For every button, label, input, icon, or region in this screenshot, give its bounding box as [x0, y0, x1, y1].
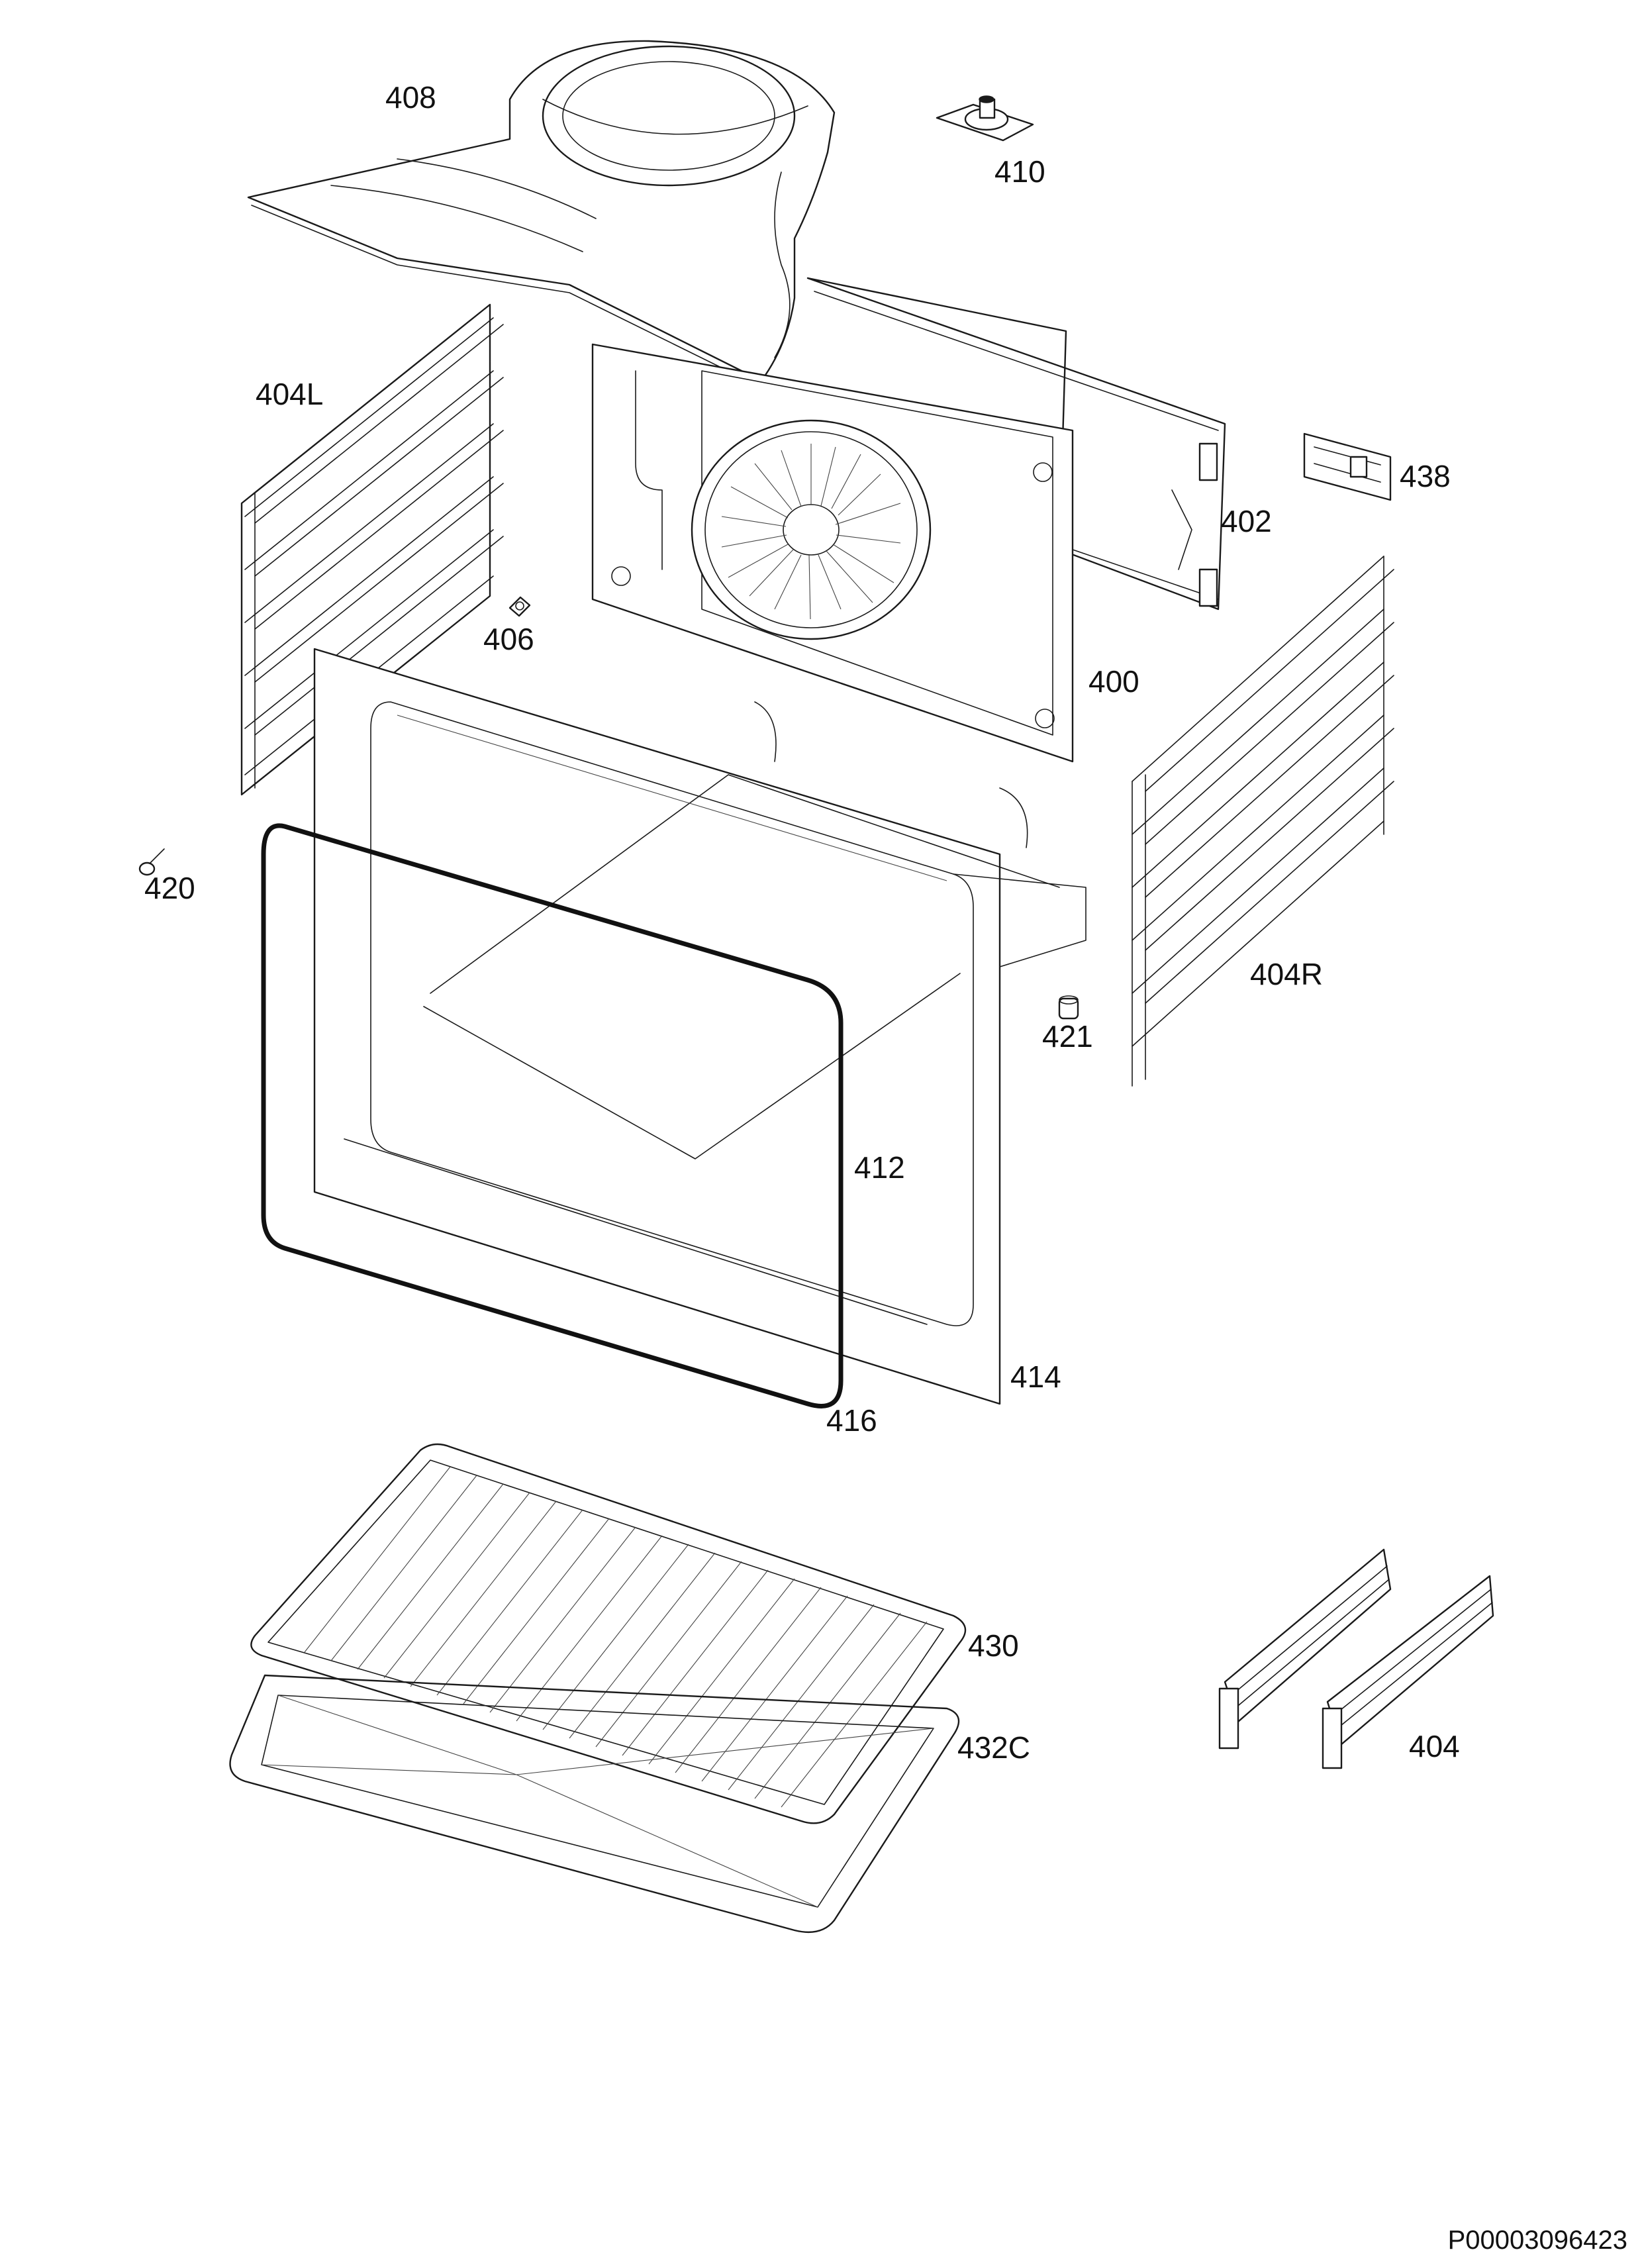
- label-402: 402: [1221, 504, 1272, 538]
- part-421-plug: [1058, 995, 1079, 1020]
- label-410: 410: [994, 154, 1045, 189]
- label-420: 420: [144, 871, 195, 905]
- label-400: 400: [1088, 664, 1139, 699]
- part-404L-left-shelf-support: [240, 303, 504, 796]
- part-404-telescopic-runners: [1218, 1548, 1494, 1769]
- part-438-bracket: [1303, 432, 1392, 501]
- label-438: 438: [1400, 459, 1451, 493]
- label-432C: 432C: [957, 1730, 1030, 1765]
- part-406-clip: [508, 596, 531, 617]
- label-430: 430: [968, 1628, 1019, 1663]
- part-420-screw: [138, 848, 165, 876]
- label-404R: 404R: [1250, 957, 1323, 991]
- label-421: 421: [1042, 1019, 1093, 1054]
- part-400-rear-wall-fan: [591, 343, 1074, 763]
- label-416: 416: [826, 1403, 877, 1438]
- part-408-fan-duct-cover: [247, 40, 836, 388]
- label-406: 406: [483, 622, 534, 656]
- part-404R-right-shelf-support: [1132, 556, 1394, 1087]
- label-404L: 404L: [256, 377, 324, 411]
- part-412-inner-seal: [397, 715, 947, 881]
- label-412: 412: [854, 1150, 905, 1185]
- part-402-rear-strip: [806, 277, 1226, 611]
- label-408: 408: [385, 80, 436, 115]
- label-404: 404: [1409, 1729, 1460, 1763]
- part-414-oven-cavity: [313, 648, 1087, 1405]
- part-432C-baking-tray: [229, 1674, 960, 1933]
- label-414: 414: [1010, 1359, 1061, 1394]
- part-410-fitting: [936, 95, 1034, 142]
- drawing-code: P00003096423: [1447, 2226, 1627, 2255]
- fan-guard-slots: [721, 444, 901, 620]
- part-416-door-gasket: [261, 823, 844, 1408]
- part-430-wire-grid: [250, 1443, 967, 1824]
